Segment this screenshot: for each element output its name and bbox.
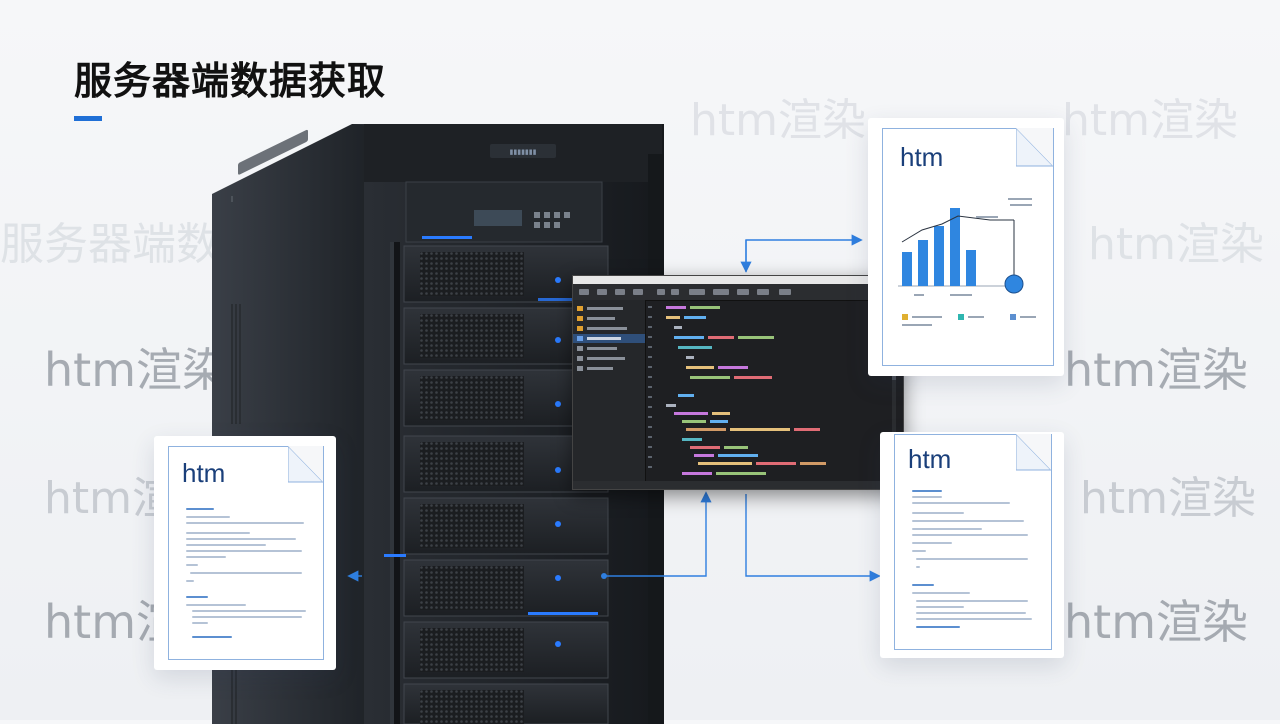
watermark-text: htm渲染 [1064, 343, 1248, 397]
watermark-text: htm渲染 [690, 95, 866, 146]
connector-arrow-icon [745, 234, 863, 272]
document-heading: htm [908, 444, 952, 474]
document-fold-corner [288, 446, 324, 483]
svg-text:▮▮▮▮▮▮▮: ▮▮▮▮▮▮▮ [510, 149, 537, 156]
server-rack-icon: ▮▮▮▮▮▮▮ [212, 124, 664, 724]
html-document-left: htm [154, 436, 336, 670]
watermark-text: htm渲染 [44, 343, 228, 397]
document-fold-corner [1016, 128, 1054, 167]
window-titlebar [573, 276, 903, 284]
document-heading: htm [182, 458, 226, 488]
title-accent-bar [74, 116, 102, 121]
code-editor-pane [646, 300, 897, 481]
bar-chart-illustration [898, 198, 1036, 326]
watermark-text: htm渲染 [1062, 95, 1238, 146]
connector-arrow-icon [604, 491, 712, 577]
document-page [882, 128, 1054, 366]
page-title: 服务器端数据获取 [74, 59, 387, 103]
editor-statusbar [573, 481, 903, 489]
html-document-right: htm [880, 432, 1064, 658]
watermark-text: htm渲染 [1080, 473, 1256, 524]
watermark-text: 服务器端数 [0, 219, 220, 270]
watermark-text: htm渲染 [1064, 595, 1248, 649]
document-fold-corner [1016, 434, 1052, 471]
chart-document: htm [868, 118, 1064, 376]
editor-toolbar [573, 284, 903, 301]
file-explorer [573, 300, 646, 481]
watermark-text: htm渲染 [1088, 219, 1264, 270]
connector-arrow-icon [745, 494, 881, 582]
document-heading: htm [900, 142, 944, 172]
code-editor-window [572, 275, 904, 490]
